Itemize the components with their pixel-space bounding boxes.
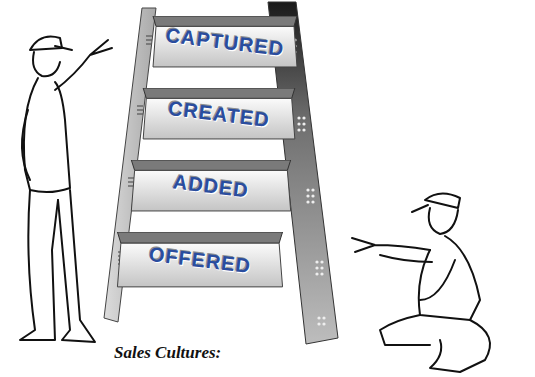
stair-step: ADDED — [128, 160, 294, 212]
stair-step: CAPTURED — [150, 16, 300, 68]
stair-step: CREATED — [140, 88, 298, 140]
rivets — [288, 38, 325, 325]
plank-top — [131, 160, 290, 170]
standing-figure — [20, 37, 112, 343]
stair-step: OFFERED — [114, 232, 286, 288]
plank-top — [117, 232, 282, 243]
caption: Sales Cultures: — [114, 343, 221, 363]
ladder-marks — [118, 36, 152, 264]
kneeling-figure — [352, 193, 490, 372]
